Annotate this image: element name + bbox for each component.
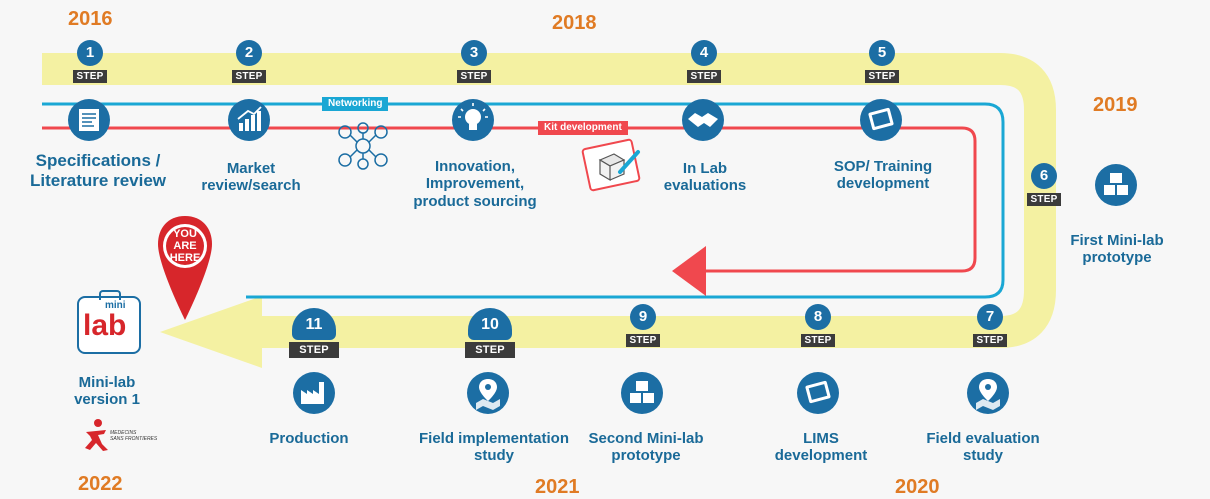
- step-number: 8: [805, 304, 831, 330]
- mini-lab-logo: mini lab: [77, 290, 141, 354]
- year-2022: 2022: [78, 473, 123, 495]
- step-tag: STEP: [1026, 193, 1062, 206]
- step-2-marker: 2 STEP: [229, 40, 269, 84]
- step-number: 3: [461, 40, 487, 66]
- step-3-lightbulb-icon: [452, 99, 494, 141]
- step-tag: STEP: [231, 70, 267, 83]
- kit-notebook-icon: [581, 138, 641, 192]
- step-7-marker: 7 STEP: [970, 304, 1010, 348]
- msf-text-line-1: MEDECINS: [110, 430, 137, 436]
- step-2-bar-chart-icon: [228, 99, 270, 141]
- year-2020: 2020: [895, 476, 940, 498]
- step-8-tablet-icon: [797, 372, 839, 414]
- step-5-label: SOP/ Training development: [833, 158, 933, 193]
- logo-text-lab: lab: [83, 309, 127, 342]
- network-icon: [338, 122, 388, 170]
- step-4-label: In Lab evaluations: [663, 160, 747, 195]
- step-number: 9: [630, 304, 656, 330]
- step-9-marker: 9 STEP: [623, 304, 663, 348]
- step-number: 4: [691, 40, 717, 66]
- step-tag: STEP: [289, 342, 339, 358]
- step-number: 6: [1031, 163, 1057, 189]
- msf-running-man-icon: [85, 419, 108, 451]
- step-number: 10: [468, 308, 512, 340]
- step-6-cubes-icon: [1095, 164, 1137, 206]
- step-7-map-pin-icon: [967, 372, 1009, 414]
- step-10-map-pin-icon: [467, 372, 509, 414]
- step-tag: STEP: [864, 70, 900, 83]
- pin-text-line-2: ARE: [173, 240, 197, 252]
- msf-text-line-2: SANS FRONTIERES: [110, 436, 158, 442]
- kit-development-track-label: Kit development: [538, 121, 628, 135]
- step-number: 1: [77, 40, 103, 66]
- msf-logo: MEDECINS SANS FRONTIERES: [82, 418, 162, 458]
- step-tag: STEP: [800, 334, 836, 347]
- year-2016: 2016: [68, 8, 113, 30]
- year-2018: 2018: [552, 12, 597, 34]
- step-1-label: Specifications / Literature review: [29, 151, 167, 190]
- step-11-factory-icon: [293, 372, 335, 414]
- step-5-marker: 5 STEP: [862, 40, 902, 84]
- step-tag: STEP: [686, 70, 722, 83]
- step-11-label: Production: [269, 430, 349, 447]
- you-are-here-pin: YOU ARE HERE: [155, 214, 215, 324]
- step-1-document-icon: [68, 99, 110, 141]
- step-11-marker: 11 STEP: [284, 308, 344, 358]
- step-number: 5: [869, 40, 895, 66]
- map-pin-icon: [158, 216, 212, 320]
- step-9-label: Second Mini-lab prototype: [588, 430, 704, 465]
- step-tag: STEP: [465, 342, 515, 358]
- year-2021: 2021: [535, 476, 580, 498]
- step-10-marker: 10 STEP: [460, 308, 520, 358]
- step-8-label: LIMS development: [774, 430, 868, 465]
- step-6-label: First Mini-lab prototype: [1070, 232, 1164, 267]
- step-4-marker: 4 STEP: [684, 40, 724, 84]
- logo-text-mini: mini: [105, 300, 126, 311]
- step-number: 11: [292, 308, 336, 340]
- step-1-marker: 1 STEP: [70, 40, 110, 84]
- step-5-tablet-icon: [860, 99, 902, 141]
- step-8-marker: 8 STEP: [798, 304, 838, 348]
- step-tag: STEP: [456, 70, 492, 83]
- step-number: 7: [977, 304, 1003, 330]
- pin-text-line-1: YOU: [173, 228, 197, 240]
- step-tag: STEP: [625, 334, 661, 347]
- step-7-label: Field evaluation study: [926, 430, 1040, 465]
- pin-text-line-3: HERE: [169, 252, 201, 264]
- step-tag: STEP: [972, 334, 1008, 347]
- step-10-label: Field implementation study: [418, 430, 569, 465]
- step-9-cubes-icon: [621, 372, 663, 414]
- step-2-label: Market review/search: [201, 160, 301, 195]
- step-4-handshake-icon: [682, 99, 724, 141]
- step-3-marker: 3 STEP: [454, 40, 494, 84]
- step-6-marker: 6 STEP: [1024, 163, 1064, 207]
- networking-track-label: Networking: [322, 97, 389, 111]
- step-3-label: Innovation, Improvement, product sourcin…: [413, 158, 537, 210]
- step-tag: STEP: [72, 70, 108, 83]
- final-label: Mini-lab version 1: [74, 374, 140, 409]
- step-number: 2: [236, 40, 262, 66]
- year-2019: 2019: [1093, 94, 1138, 116]
